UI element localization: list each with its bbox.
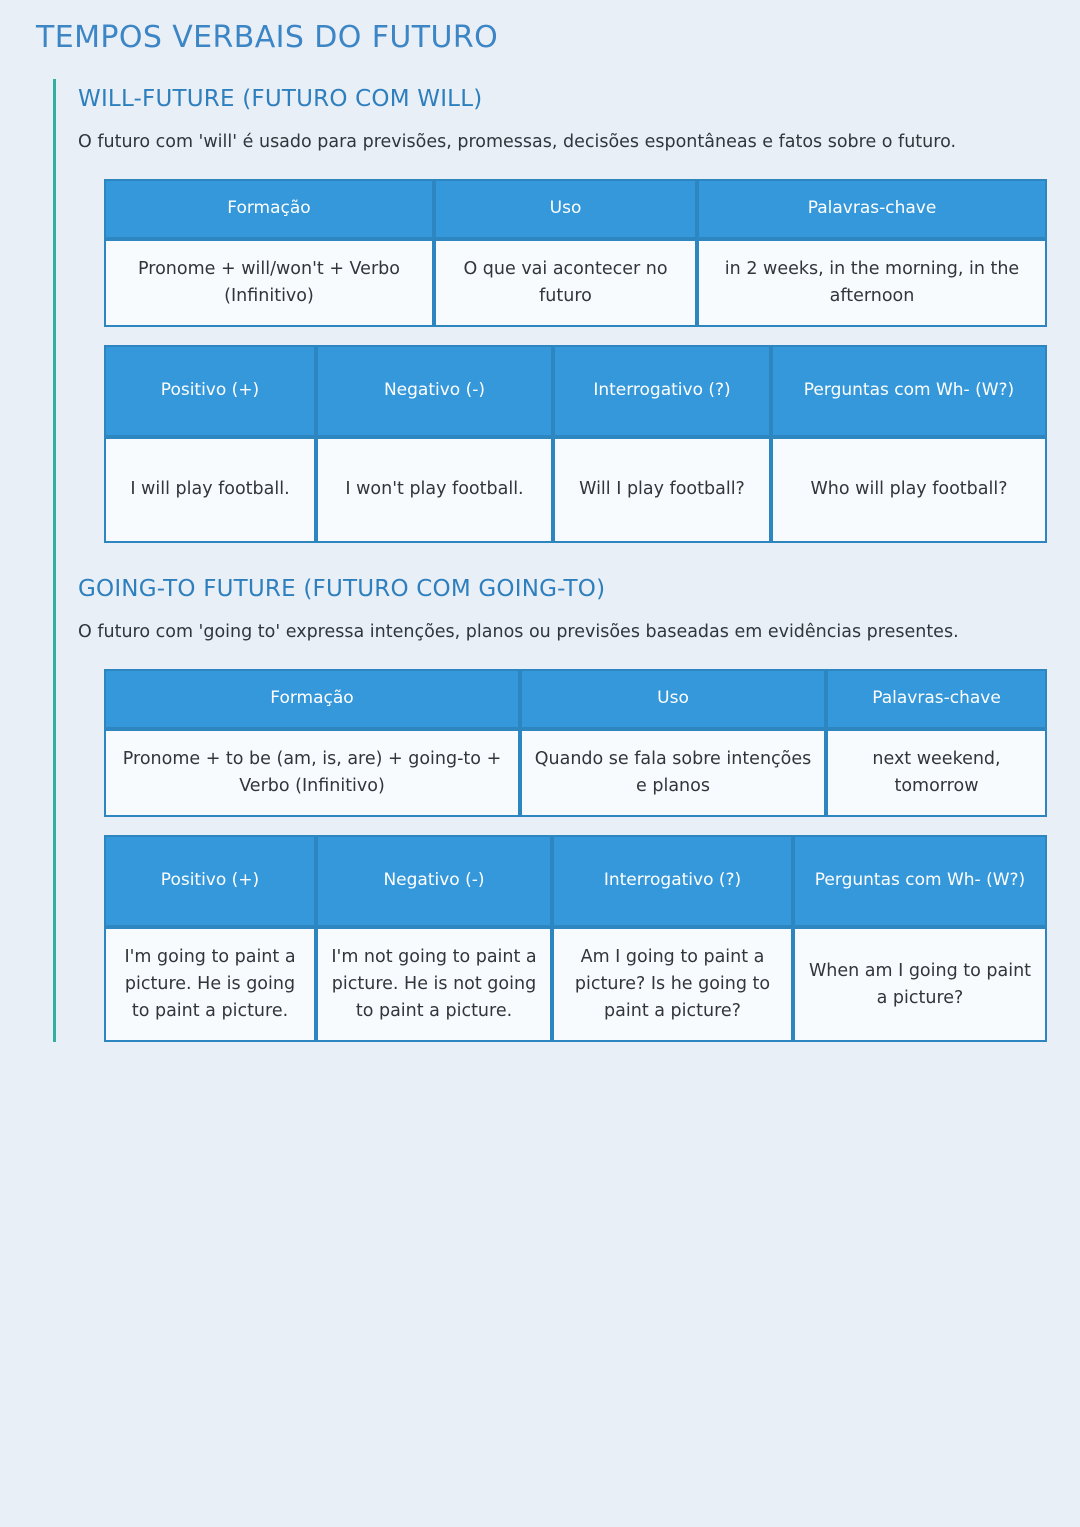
cell-palavras-chave: next weekend, tomorrow bbox=[826, 728, 1047, 818]
table-header-row: Positivo (+) Negativo (-) Interrogativo … bbox=[104, 345, 1047, 438]
column-header-wh-questions: Perguntas com Wh- (W?) bbox=[793, 835, 1047, 928]
sections-container: WILL-FUTURE (FUTURO COM WILL) O futuro c… bbox=[0, 79, 1080, 1043]
column-header-palavras-chave: Palavras-chave bbox=[697, 178, 1047, 239]
column-header-uso: Uso bbox=[434, 178, 697, 239]
cell-interrogativo: Will I play football? bbox=[553, 437, 771, 544]
left-accent-rail bbox=[53, 79, 56, 1043]
column-header-wh-questions: Perguntas com Wh- (W?) bbox=[771, 345, 1047, 438]
will-formation-table: Formação Uso Palavras-chave Pronome + wi… bbox=[104, 178, 1047, 328]
column-header-uso: Uso bbox=[520, 669, 826, 729]
cell-formacao: Pronome + to be (am, is, are) + going-to… bbox=[104, 728, 520, 818]
going-to-forms-table: Positivo (+) Negativo (-) Interrogativo … bbox=[104, 835, 1047, 1043]
table-row: I will play football. I won't play footb… bbox=[104, 437, 1047, 544]
section-heading-will-future: WILL-FUTURE (FUTURO COM WILL) bbox=[78, 86, 483, 112]
table-row: Pronome + to be (am, is, are) + going-to… bbox=[104, 728, 1047, 818]
section-will-future: WILL-FUTURE (FUTURO COM WILL) O futuro c… bbox=[54, 79, 1080, 544]
cell-interrogativo: Am I going to paint a picture? Is he goi… bbox=[552, 927, 793, 1043]
table-header-row: Formação Uso Palavras-chave bbox=[104, 178, 1047, 239]
cell-formacao: Pronome + will/won't + Verbo (Infinitivo… bbox=[104, 238, 434, 328]
cell-palavras-chave: in 2 weeks, in the morning, in the after… bbox=[697, 238, 1047, 328]
table-row: I'm going to paint a picture. He is goin… bbox=[104, 927, 1047, 1043]
section-description-will-future: O futuro com 'will' é usado para previsõ… bbox=[78, 131, 957, 152]
column-header-interrogativo: Interrogativo (?) bbox=[552, 835, 793, 928]
section-heading-going-to-future: GOING-TO FUTURE (FUTURO COM GOING-TO) bbox=[78, 576, 606, 603]
table-header-row: Positivo (+) Negativo (-) Interrogativo … bbox=[104, 835, 1047, 928]
cell-wh-question: When am I going to paint a picture? bbox=[793, 927, 1047, 1043]
section-description-going-to-future: O futuro com 'going to' expressa intençõ… bbox=[78, 621, 959, 642]
cell-negativo: I won't play football. bbox=[316, 437, 553, 544]
column-header-formacao: Formação bbox=[104, 178, 434, 239]
column-header-negativo: Negativo (-) bbox=[316, 345, 553, 438]
table-row: Pronome + will/won't + Verbo (Infinitivo… bbox=[104, 238, 1047, 328]
column-header-negativo: Negativo (-) bbox=[316, 835, 552, 928]
column-header-palavras-chave: Palavras-chave bbox=[826, 669, 1047, 729]
will-forms-table: Positivo (+) Negativo (-) Interrogativo … bbox=[104, 345, 1047, 544]
cell-positivo: I'm going to paint a picture. He is goin… bbox=[104, 927, 316, 1043]
table-header-row: Formação Uso Palavras-chave bbox=[104, 669, 1047, 729]
cell-negativo: I'm not going to paint a picture. He is … bbox=[316, 927, 552, 1043]
going-to-formation-table: Formação Uso Palavras-chave Pronome + to… bbox=[104, 669, 1047, 818]
column-header-interrogativo: Interrogativo (?) bbox=[553, 345, 771, 438]
column-header-positivo: Positivo (+) bbox=[104, 835, 316, 928]
section-going-to-future: GOING-TO FUTURE (FUTURO COM GOING-TO) O … bbox=[54, 561, 1080, 1043]
cell-uso: O que vai acontecer no futuro bbox=[434, 238, 697, 328]
column-header-positivo: Positivo (+) bbox=[104, 345, 316, 438]
page-title: TEMPOS VERBAIS DO FUTURO bbox=[36, 20, 499, 55]
cell-uso: Quando se fala sobre intenções e planos bbox=[520, 728, 826, 818]
cell-positivo: I will play football. bbox=[104, 437, 316, 544]
column-header-formacao: Formação bbox=[104, 669, 520, 729]
cell-wh-question: Who will play football? bbox=[771, 437, 1047, 544]
